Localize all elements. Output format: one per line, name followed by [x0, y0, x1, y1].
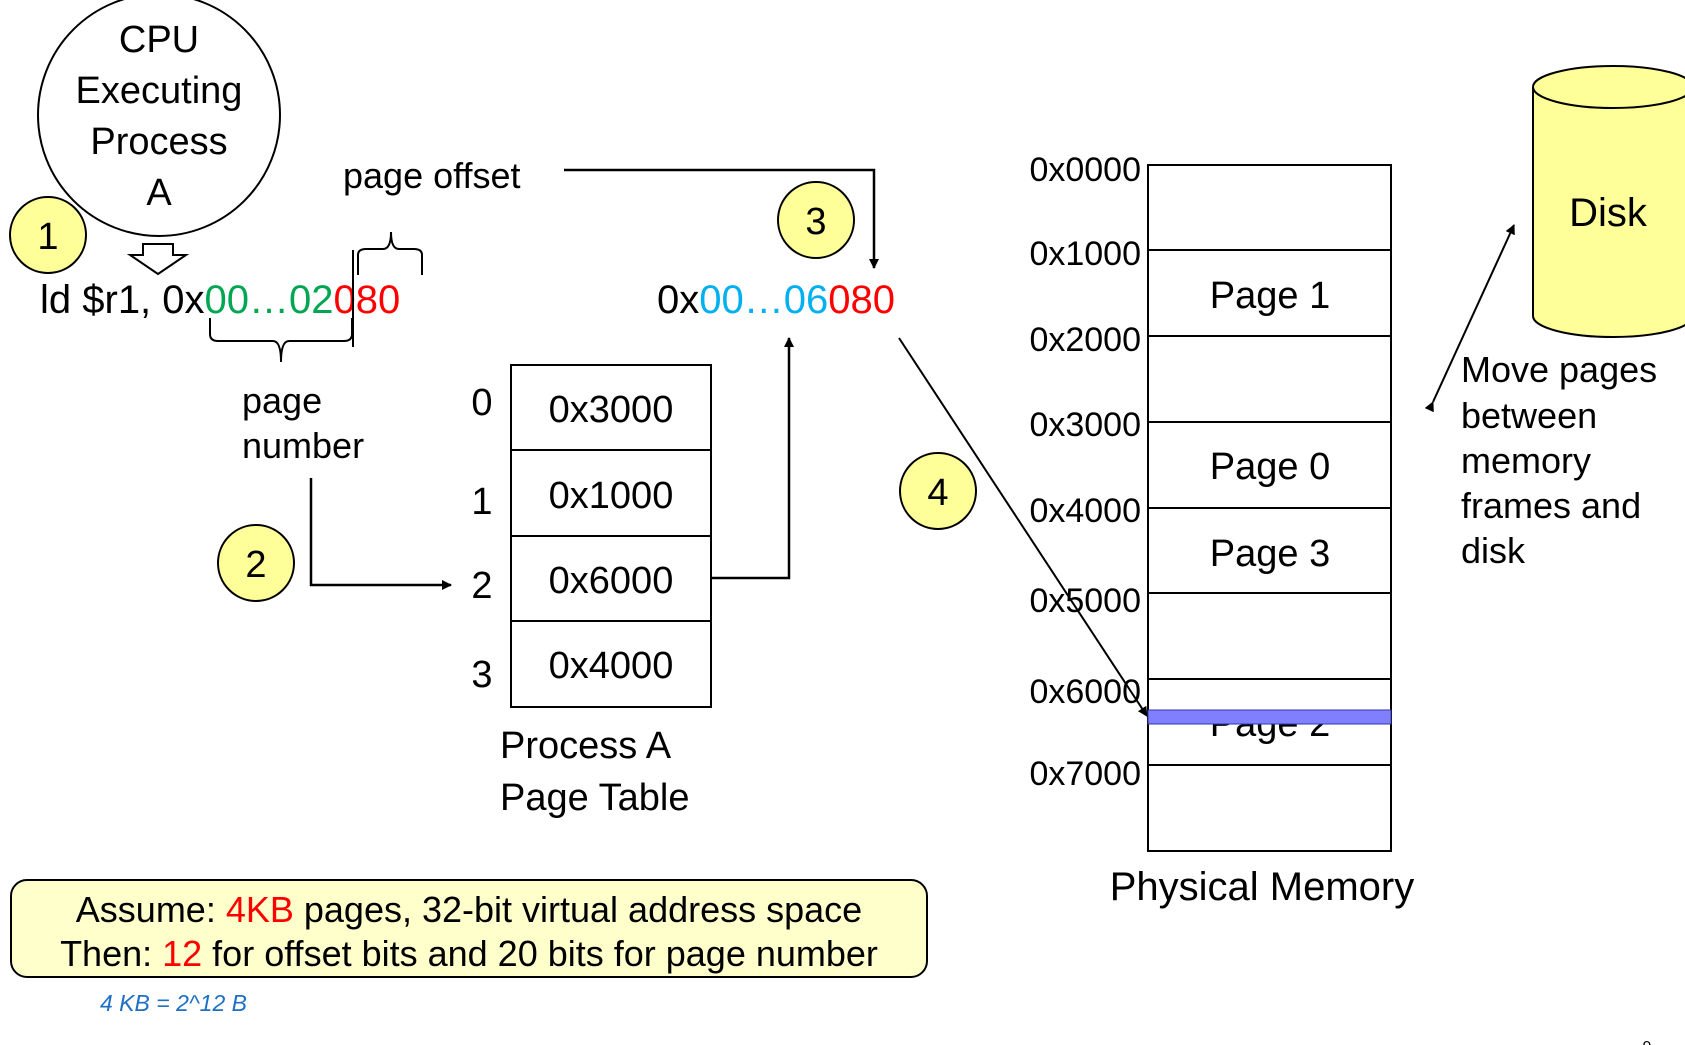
- memory-address-label: 0x5000: [1029, 582, 1141, 620]
- assumption-line-2-b: 12: [162, 933, 202, 974]
- physical-memory: Page 1 Page 0 Page 3 Page 2 0x0000 0x100…: [1029, 151, 1414, 909]
- memory-address-label: 0x0000: [1029, 151, 1141, 189]
- assumption-line-2-c: for offset bits and 20 bits for page num…: [202, 933, 878, 974]
- slide-number: 9: [1643, 1039, 1652, 1045]
- memory-address-label: 0x2000: [1029, 321, 1141, 359]
- page-number-label-line1: page: [242, 380, 322, 421]
- page-number-label-line2: number: [242, 425, 364, 466]
- step-2-badge: 2: [217, 524, 295, 602]
- page-table-entry: 0x4000: [549, 645, 674, 687]
- instruction-offset: 080: [334, 278, 401, 322]
- assumption-line-1-c: pages, 32-bit virtual address space: [294, 889, 862, 930]
- table-to-physical-arrow: [712, 337, 794, 580]
- page-offset-brace: [357, 231, 423, 275]
- step-4-badge: 4: [899, 452, 977, 530]
- physical-address: 0x00…06080: [657, 278, 895, 322]
- physical-address-frame: 00…06: [699, 278, 828, 322]
- page-number-brace: [209, 318, 353, 363]
- offset-to-physical-arrow: [564, 168, 879, 269]
- step-1-badge: 1: [9, 196, 87, 274]
- memory-frame-label: Page 0: [1210, 446, 1330, 488]
- memory-frame-label: Page 3: [1210, 533, 1330, 575]
- step-2-label: 2: [245, 544, 266, 586]
- page-table-caption-line1: Process A: [500, 725, 672, 767]
- physical-address-offset: 080: [828, 278, 895, 322]
- assumption-line-2: Then: 12 for offset bits and 20 bits for…: [60, 933, 878, 974]
- page-offset-label: page offset: [343, 155, 521, 196]
- disk-note-line: disk: [1461, 530, 1526, 571]
- assumption-line-1-b: 4KB: [226, 889, 294, 930]
- page-table: 0x3000 0x1000 0x6000 0x4000 0 1 2 3 Proc…: [471, 364, 712, 819]
- memory-frame-label: Page 1: [1210, 275, 1330, 317]
- memory-address-label: 0x6000: [1029, 673, 1141, 711]
- memory-address-label: 0x7000: [1029, 755, 1141, 793]
- page-table-index: 0: [471, 382, 492, 424]
- assumption-line-1: Assume: 4KB pages, 32-bit virtual addres…: [76, 889, 862, 930]
- physical-address-prefix: 0x: [657, 278, 699, 322]
- page-table-entry: 0x1000: [549, 475, 674, 517]
- memory-address-label: 0x1000: [1029, 235, 1141, 273]
- assumption-box: Assume: 4KB pages, 32-bit virtual addres…: [10, 879, 928, 978]
- instruction-page-number: 00…02: [205, 278, 334, 322]
- instruction-address: ld $r1, 0x00…02080: [40, 278, 400, 322]
- step-4-label: 4: [927, 472, 948, 514]
- assumption-line-1-a: Assume:: [76, 889, 226, 930]
- step-3-label: 3: [805, 201, 826, 243]
- step-1-label: 1: [37, 216, 58, 258]
- cpu-line-3: Process: [90, 121, 227, 163]
- page-table-index: 3: [471, 654, 492, 696]
- cpu-node: CPU Executing Process A: [37, 0, 281, 237]
- cpu-line-2: Executing: [76, 70, 243, 112]
- disk-note-line: frames and: [1461, 485, 1641, 526]
- memory-disk-swap-arrow: [1424, 224, 1515, 413]
- physical-memory-caption: Physical Memory: [1110, 865, 1415, 909]
- physical-address-to-memory-arrow: [898, 337, 1148, 717]
- disk-label: Disk: [1569, 191, 1648, 235]
- disk-note-line: memory: [1461, 440, 1591, 481]
- disk-note: Move pages between memory frames and dis…: [1461, 349, 1657, 571]
- disk-cylinder: Disk: [1532, 65, 1685, 338]
- memory-address-label: 0x3000: [1029, 406, 1141, 444]
- page-table-index: 2: [471, 565, 492, 607]
- cpu-line-1: CPU: [119, 19, 199, 61]
- footnote: 4 KB = 2^12 B: [100, 990, 247, 1016]
- accessed-word-highlight: [1147, 709, 1392, 725]
- disk-note-line: between: [1461, 395, 1597, 436]
- page-table-index: 1: [471, 481, 492, 523]
- assumption-line-2-a: Then:: [60, 933, 162, 974]
- page-table-entry: 0x6000: [549, 560, 674, 602]
- memory-address-label: 0x4000: [1029, 492, 1141, 530]
- page-table-entry: 0x3000: [549, 389, 674, 431]
- page-number-to-table-arrow: [309, 478, 452, 590]
- disk-note-line: Move pages: [1461, 349, 1657, 390]
- step-3-badge: 3: [777, 181, 855, 259]
- cpu-line-4: A: [146, 172, 172, 214]
- page-table-caption-line2: Page Table: [500, 777, 689, 819]
- instruction-prefix: ld $r1, 0x: [40, 278, 205, 322]
- hollow-down-arrow-icon: [126, 243, 190, 276]
